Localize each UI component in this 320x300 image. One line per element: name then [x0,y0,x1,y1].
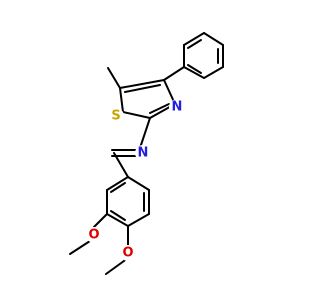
bond-inner [124,84,161,93]
molecule-structure: S N N O O [69,32,224,275]
bond-inner [187,39,202,49]
bond-inner [110,210,126,221]
atom-s: S [108,108,124,124]
atom-label-o1: O [88,228,99,243]
thiazole-ring [119,79,176,119]
bond [122,111,151,119]
bond-inner [149,103,170,114]
methyl-bond [107,67,121,89]
bond-inner [187,64,202,74]
atom-o2: O [120,245,136,261]
bond [119,87,124,113]
bond [203,32,224,46]
atom-n-imine: N [135,145,151,161]
phenyl-ring [183,32,224,79]
bond [127,176,150,191]
atom-label-n-imine: N [138,146,149,161]
bond [183,32,205,46]
atom-label-o2: O [122,246,133,261]
bond [127,213,150,227]
bond [163,66,185,81]
atom-label-s: S [111,109,120,124]
dimethoxyphenyl-ring [106,176,150,227]
atom-n-ring: N [169,99,185,115]
bond [119,79,165,89]
methoxy-bond [69,240,91,255]
bond [106,176,129,191]
atom-label-n-ring: N [172,100,183,115]
bond [203,66,224,79]
bond [139,117,151,149]
methoxy-bond [105,257,129,275]
atom-o1: O [86,227,102,243]
bond [183,66,205,79]
bond [106,213,129,227]
methoxy-bond [93,213,108,228]
molecule-canvas: S N N O O [69,32,224,275]
bond-inner [110,182,126,193]
bond [113,152,129,178]
